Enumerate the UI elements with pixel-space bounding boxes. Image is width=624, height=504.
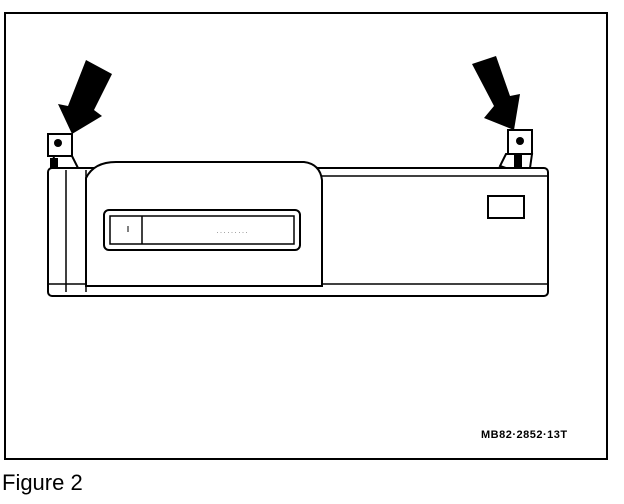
left-arrow-icon — [58, 60, 112, 134]
figure-caption: Figure 2 — [2, 470, 83, 495]
reference-code: MB82·2852·13T — [481, 429, 568, 441]
left-bracket-icon — [47, 133, 80, 174]
cassette: · · · · · · · · · — [103, 209, 301, 251]
right-arrow-icon — [472, 56, 520, 130]
figure-frame — [4, 12, 608, 460]
right-bracket-icon — [498, 129, 534, 172]
cassette-label: · · · · · · · · · — [216, 230, 247, 236]
